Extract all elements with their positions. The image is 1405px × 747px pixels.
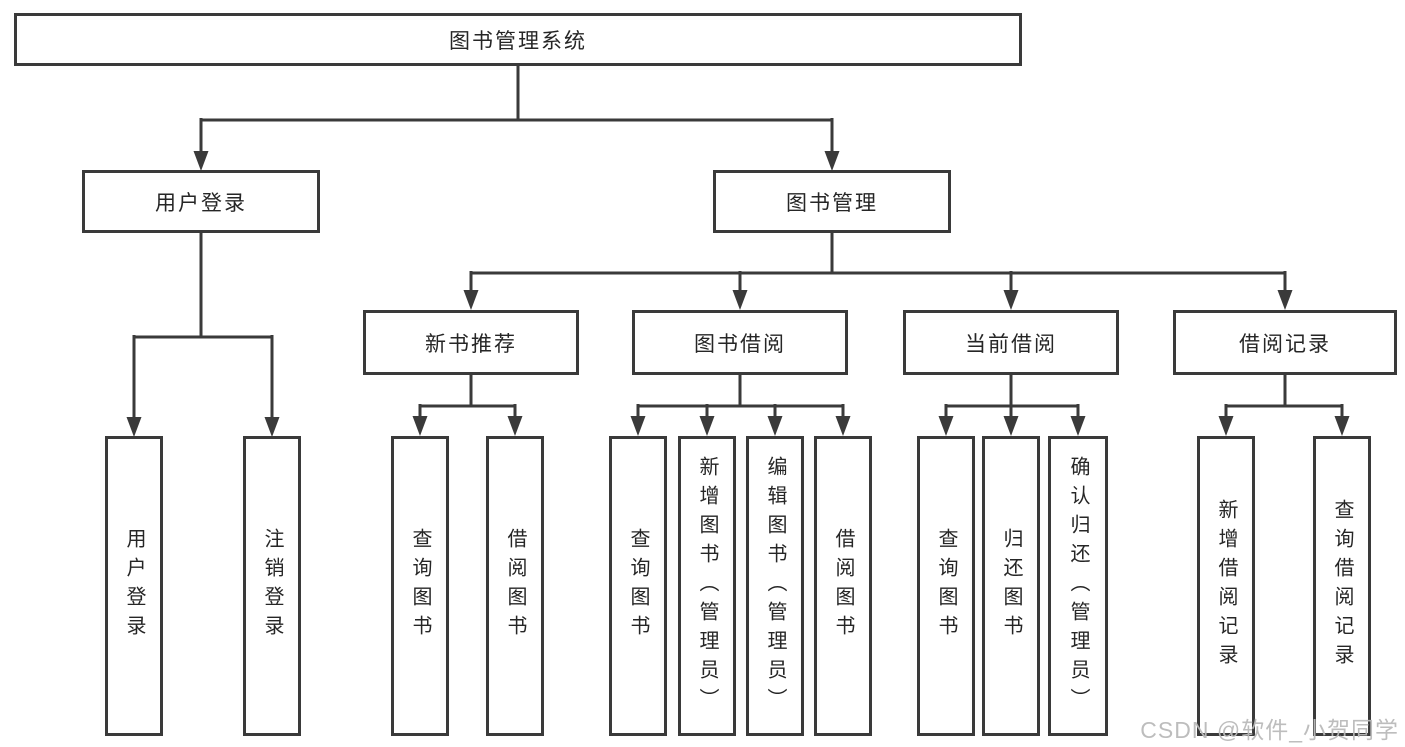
leaf-query-books: 查询图书 xyxy=(391,436,449,736)
leaf-add-books-admin: 新增图书（管理员） xyxy=(678,436,736,736)
leaf-label: 新增借阅记录 xyxy=(1215,499,1237,673)
connector-strokes xyxy=(132,64,1344,420)
node-book-management: 图书管理 xyxy=(713,170,951,233)
leaf-user-login: 用户登录 xyxy=(105,436,163,736)
leaf-label: 归还图书 xyxy=(1000,528,1022,644)
arrow-down-icon xyxy=(507,416,523,436)
arrowheads xyxy=(126,151,1350,437)
node-root-label: 图书管理系统 xyxy=(449,29,587,53)
leaf-label: 查询借阅记录 xyxy=(1331,499,1353,673)
leaf-label: 确认归还（管理员） xyxy=(1067,455,1089,717)
node-label: 图书管理 xyxy=(786,191,878,215)
arrow-down-icon xyxy=(126,417,142,437)
leaf-label: 注销登录 xyxy=(261,528,283,644)
arrow-down-icon xyxy=(412,416,428,436)
arrow-down-icon xyxy=(1070,416,1086,436)
arrow-down-icon xyxy=(938,416,954,436)
leaf-edit-books-admin: 编辑图书（管理员） xyxy=(746,436,804,736)
leaf-add-borrow-record: 新增借阅记录 xyxy=(1197,436,1255,736)
node-root: 图书管理系统 xyxy=(14,13,1022,66)
leaf-label: 编辑图书（管理员） xyxy=(764,455,786,717)
arrow-down-icon xyxy=(193,151,209,171)
leaf-label: 查询图书 xyxy=(627,528,649,644)
node-label: 借阅记录 xyxy=(1239,332,1331,356)
arrow-down-icon xyxy=(824,151,840,171)
arrow-down-icon xyxy=(1003,416,1019,436)
node-book-borrowing: 图书借阅 xyxy=(632,310,848,375)
leaf-label: 用户登录 xyxy=(123,528,145,644)
arrow-down-icon xyxy=(630,416,646,436)
arrow-down-icon xyxy=(463,290,479,310)
arrow-down-icon xyxy=(835,416,851,436)
arrow-down-icon xyxy=(699,416,715,436)
leaf-logout: 注销登录 xyxy=(243,436,301,736)
leaf-query-books: 查询图书 xyxy=(917,436,975,736)
leaf-borrow-books: 借阅图书 xyxy=(486,436,544,736)
leaf-query-books: 查询图书 xyxy=(609,436,667,736)
watermark: CSDN @软件_小贺同学 xyxy=(1140,717,1399,743)
leaf-label: 借阅图书 xyxy=(504,528,526,644)
arrow-down-icon xyxy=(767,416,783,436)
leaf-label: 查询图书 xyxy=(935,528,957,644)
leaf-label: 新增图书（管理员） xyxy=(696,455,718,717)
node-label: 新书推荐 xyxy=(425,332,517,356)
leaf-label: 借阅图书 xyxy=(832,528,854,644)
node-new-book-recommend: 新书推荐 xyxy=(363,310,579,375)
leaf-label: 查询图书 xyxy=(409,528,431,644)
arrow-down-icon xyxy=(264,417,280,437)
node-label: 图书借阅 xyxy=(694,332,786,356)
leaf-return-books: 归还图书 xyxy=(982,436,1040,736)
arrow-down-icon xyxy=(1218,416,1234,436)
node-borrowing-records: 借阅记录 xyxy=(1173,310,1397,375)
arrow-down-icon xyxy=(1334,416,1350,436)
node-user-login: 用户登录 xyxy=(82,170,320,233)
arrow-down-icon xyxy=(732,290,748,310)
arrow-down-icon xyxy=(1003,290,1019,310)
node-current-borrowing: 当前借阅 xyxy=(903,310,1119,375)
leaf-query-borrow-record: 查询借阅记录 xyxy=(1313,436,1371,736)
node-label: 当前借阅 xyxy=(965,332,1057,356)
node-label: 用户登录 xyxy=(155,191,247,215)
leaf-borrow-books: 借阅图书 xyxy=(814,436,872,736)
leaf-confirm-return-admin: 确认归还（管理员） xyxy=(1048,436,1108,736)
arrow-down-icon xyxy=(1277,290,1293,310)
